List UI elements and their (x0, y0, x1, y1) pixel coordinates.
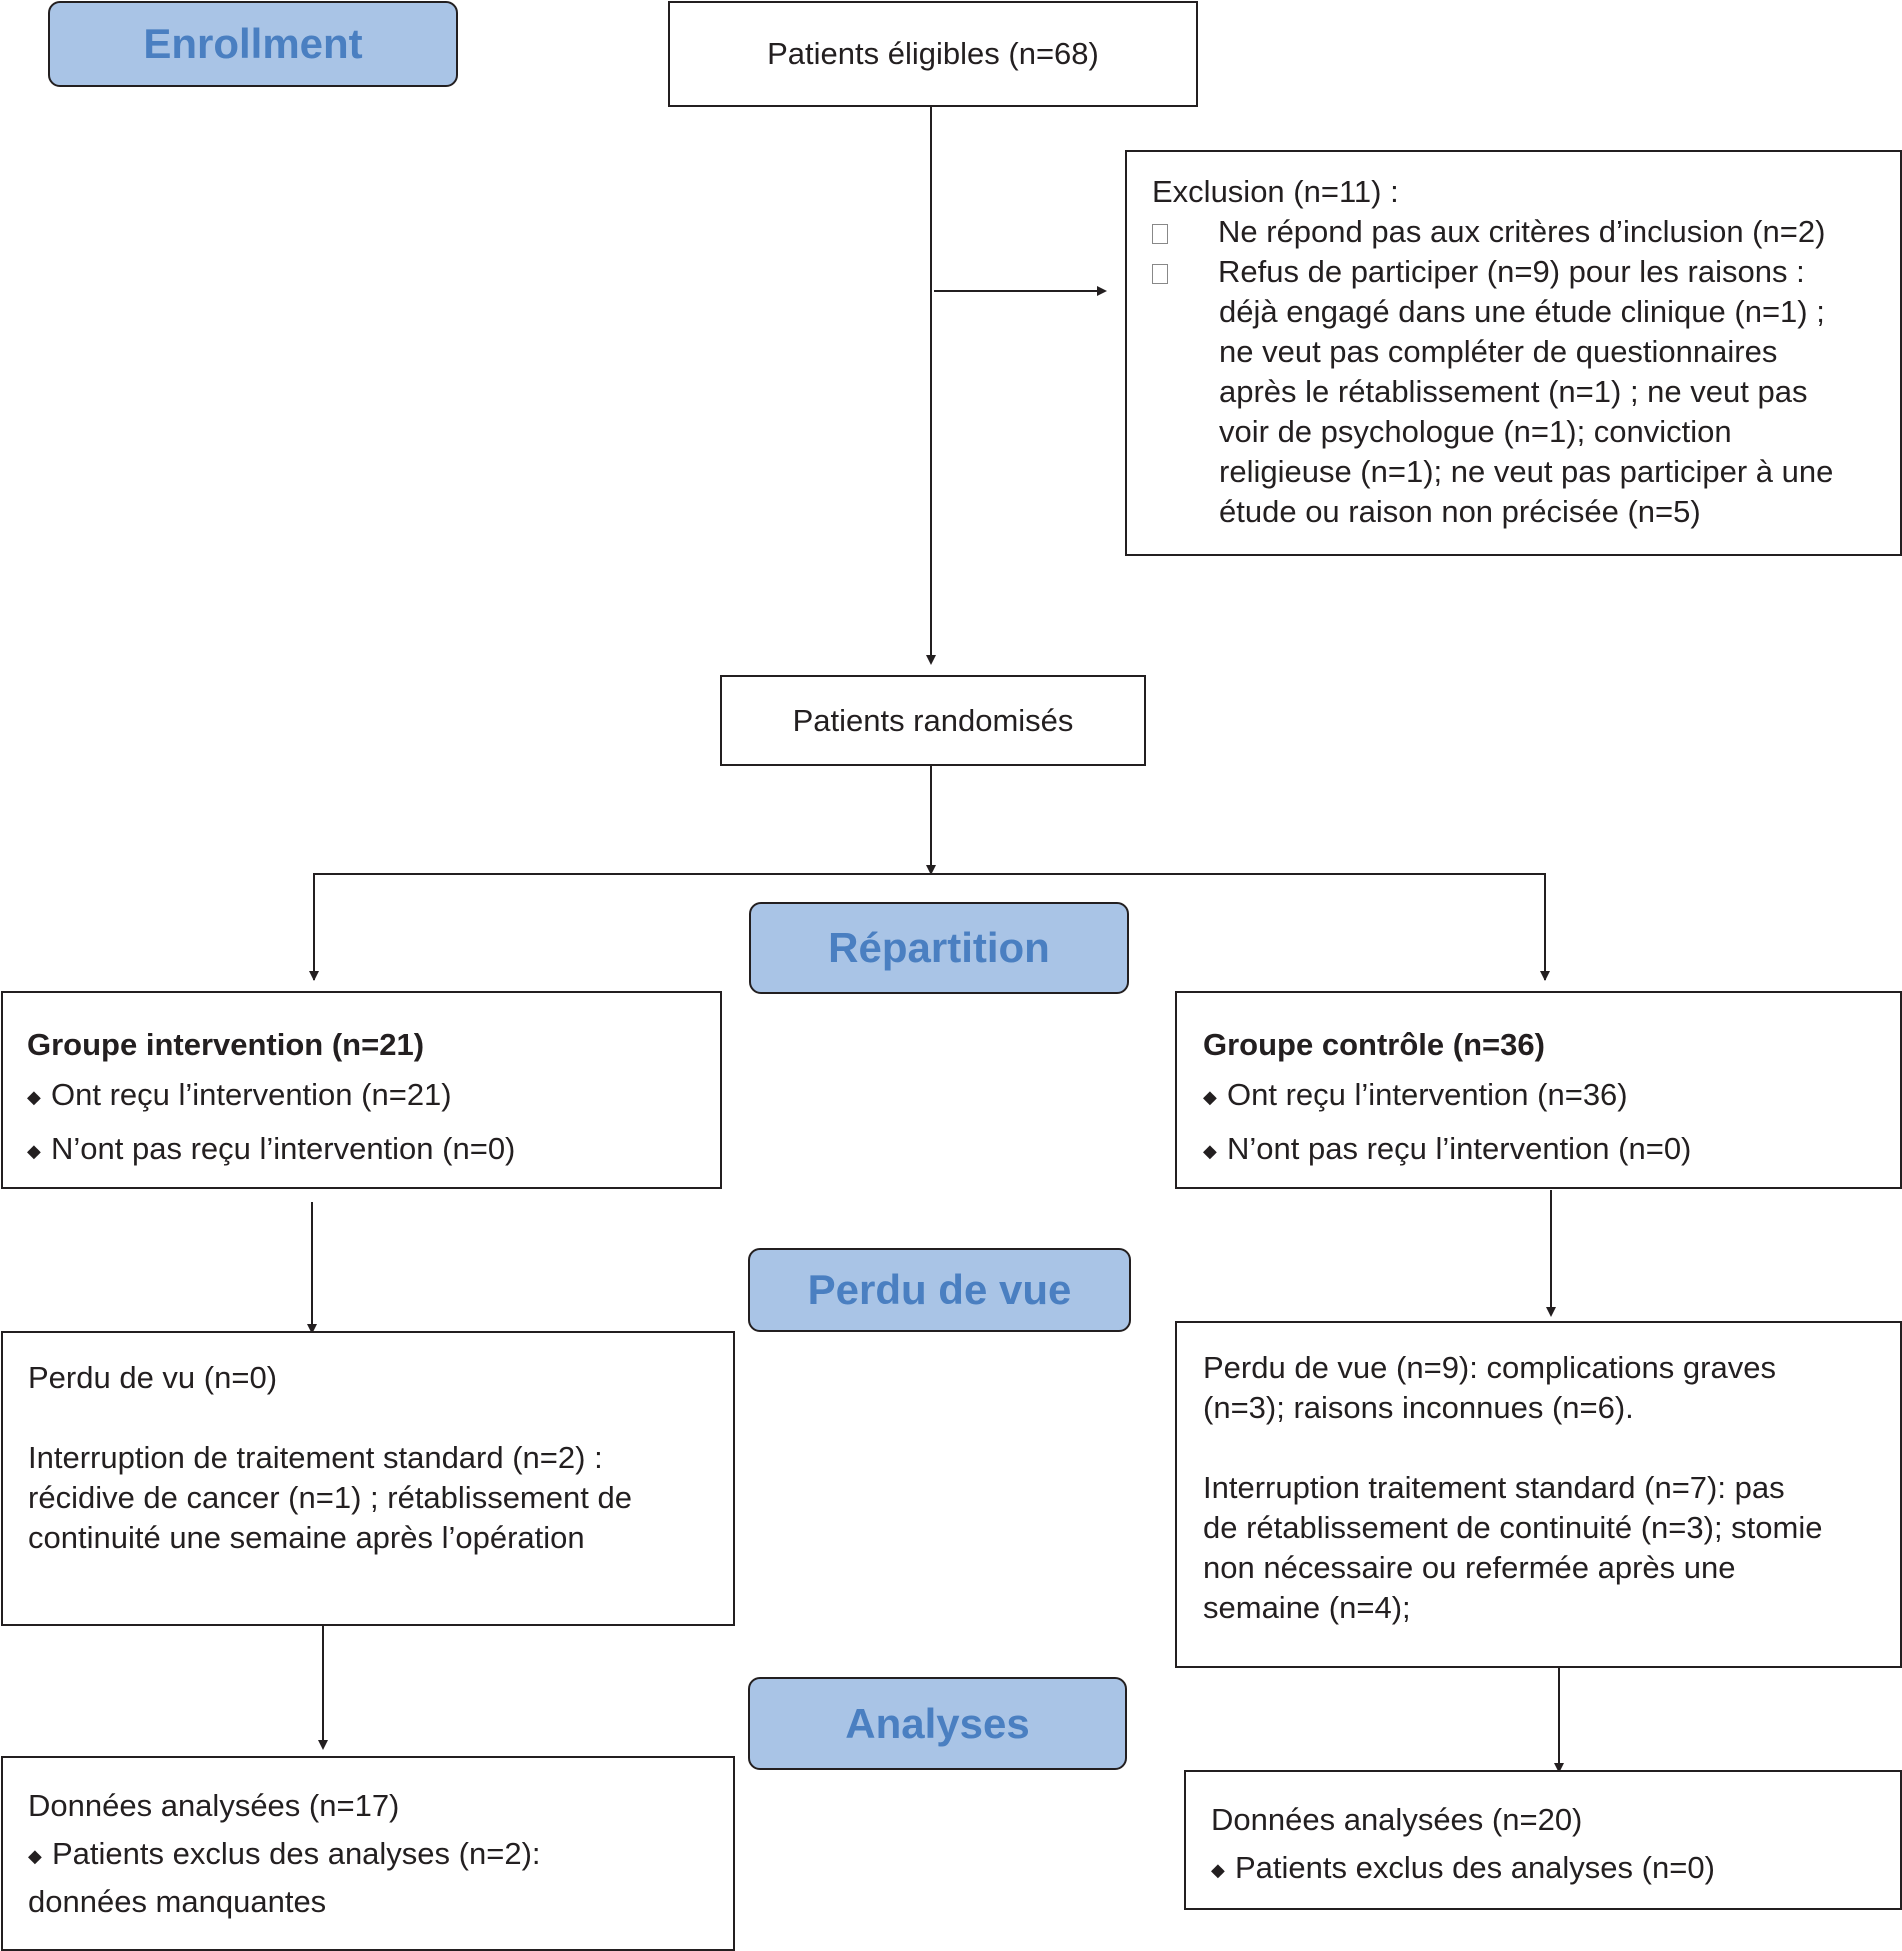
diamond-bullet-icon: ◆ (1203, 1141, 1217, 1161)
exclusion-item: Ne répond pas aux critères d’inclusion (… (1152, 212, 1900, 252)
lost-right-line: (n=3); raisons inconnues (n=6). (1203, 1390, 1634, 1425)
lost-left-line: continuité une semaine après l’opération (28, 1520, 585, 1555)
lost-left-line: Interruption de traitement standard (n=2… (28, 1440, 603, 1475)
lost-right-line: non nécessaire ou refermée après une (1203, 1550, 1736, 1585)
exclusion-reason-line: après le rétablissement (n=1) ; ne veut … (1219, 374, 1808, 409)
exclusion-box: Exclusion (n=11) : Ne répond pas aux cri… (1125, 150, 1902, 556)
diamond-bullet-icon: ◆ (1203, 1087, 1217, 1107)
exclusion-item-text: Refus de participer (n=9) pour les raiso… (1218, 254, 1805, 289)
control-title: Groupe contrôle (n=36) (1203, 1027, 1545, 1062)
randomized-box: Patients randomisés (720, 675, 1146, 766)
lost-right-box: Perdu de vue (n=9): complications graves… (1175, 1321, 1902, 1668)
control-received: Ont reçu l’intervention (n=36) (1227, 1077, 1628, 1112)
analysed-right-title: Données analysées (n=20) (1211, 1802, 1583, 1837)
list-item: ◆ N’ont pas reçu l’intervention (n=0) (1203, 1124, 1900, 1178)
randomized-label: Patients randomisés (792, 702, 1074, 738)
diamond-bullet-icon: ◆ (27, 1087, 41, 1107)
intervention-not-received: N’ont pas reçu l’intervention (n=0) (51, 1131, 516, 1166)
list-item: ◆ N’ont pas reçu l’intervention (n=0) (27, 1124, 720, 1178)
control-not-received: N’ont pas reçu l’intervention (n=0) (1227, 1131, 1692, 1166)
stage-analyses-label: Analyses (845, 1699, 1030, 1747)
stage-perdu-label: Perdu de vue (807, 1266, 1072, 1313)
lost-right-line: de rétablissement de continuité (n=3); s… (1203, 1510, 1823, 1545)
analysed-left-title: Données analysées (n=17) (28, 1788, 400, 1823)
exclusion-reason-line: étude ou raison non précisée (n=5) (1219, 494, 1701, 529)
lost-left-line: récidive de cancer (n=1) ; rétablissemen… (28, 1480, 632, 1515)
eligible-label: Patients éligibles (n=68) (767, 36, 1099, 71)
list-item: ◆ Patients exclus des analyses (n=2): (28, 1830, 733, 1882)
lost-right-line: Perdu de vue (n=9): complications graves (1203, 1350, 1776, 1385)
lost-left-box: Perdu de vu (n=0) Interruption de traite… (1, 1331, 735, 1626)
lost-left-title: Perdu de vu (n=0) (28, 1360, 278, 1395)
intervention-group-box: Groupe intervention (n=21) ◆ Ont reçu l’… (1, 991, 722, 1189)
stage-repartition-label: Répartition (828, 924, 1050, 971)
lost-right-line: Interruption traitement standard (n=7): … (1203, 1470, 1785, 1505)
stage-repartition: Répartition (749, 902, 1129, 994)
exclusion-item-text: Ne répond pas aux critères d’inclusion (… (1218, 214, 1826, 249)
exclusion-reason-line: ne veut pas compléter de questionnaires (1219, 334, 1778, 369)
analysed-left-box: Données analysées (n=17) ◆ Patients excl… (1, 1756, 735, 1951)
diamond-bullet-icon: ◆ (28, 1846, 42, 1866)
list-item: ◆ Ont reçu l’intervention (n=21) (27, 1070, 720, 1124)
diamond-bullet-icon: ◆ (1211, 1860, 1225, 1880)
lost-right-line: semaine (n=4); (1203, 1590, 1411, 1625)
exclusion-item: Refus de participer (n=9) pour les raiso… (1152, 252, 1900, 292)
stage-enrollment: Enrollment (48, 1, 458, 87)
control-group-box: Groupe contrôle (n=36) ◆ Ont reçu l’inte… (1175, 991, 1902, 1189)
split-line (313, 873, 1546, 980)
diamond-bullet-icon: ◆ (27, 1141, 41, 1161)
analysed-left-reason: données manquantes (28, 1884, 327, 1919)
analysed-right-box: Données analysées (n=20) ◆ Patients excl… (1184, 1770, 1902, 1910)
analysed-right-excluded: Patients exclus des analyses (n=0) (1235, 1850, 1715, 1885)
intervention-received: Ont reçu l’intervention (n=21) (51, 1077, 452, 1112)
exclusion-reason-line: religieuse (n=1); ne veut pas participer… (1219, 454, 1834, 489)
intervention-title: Groupe intervention (n=21) (27, 1027, 425, 1062)
stage-analyses: Analyses (748, 1677, 1127, 1770)
square-bullet-icon (1152, 264, 1168, 284)
analysed-left-excluded: Patients exclus des analyses (n=2): (52, 1836, 541, 1871)
exclusion-reasons: déjà engagé dans une étude clinique (n=1… (1152, 292, 1900, 532)
exclusion-reason-line: déjà engagé dans une étude clinique (n=1… (1219, 294, 1825, 329)
list-item: ◆ Patients exclus des analyses (n=0) (1211, 1844, 1900, 1896)
exclusion-reason-line: voir de psychologue (n=1); conviction (1219, 414, 1732, 449)
eligible-box: Patients éligibles (n=68) (668, 1, 1198, 107)
list-item: ◆ Ont reçu l’intervention (n=36) (1203, 1070, 1900, 1124)
stage-perdu-de-vue: Perdu de vue (748, 1248, 1131, 1332)
square-bullet-icon (1152, 224, 1168, 244)
exclusion-title: Exclusion (n=11) : (1152, 174, 1399, 209)
stage-enrollment-label: Enrollment (143, 20, 363, 67)
